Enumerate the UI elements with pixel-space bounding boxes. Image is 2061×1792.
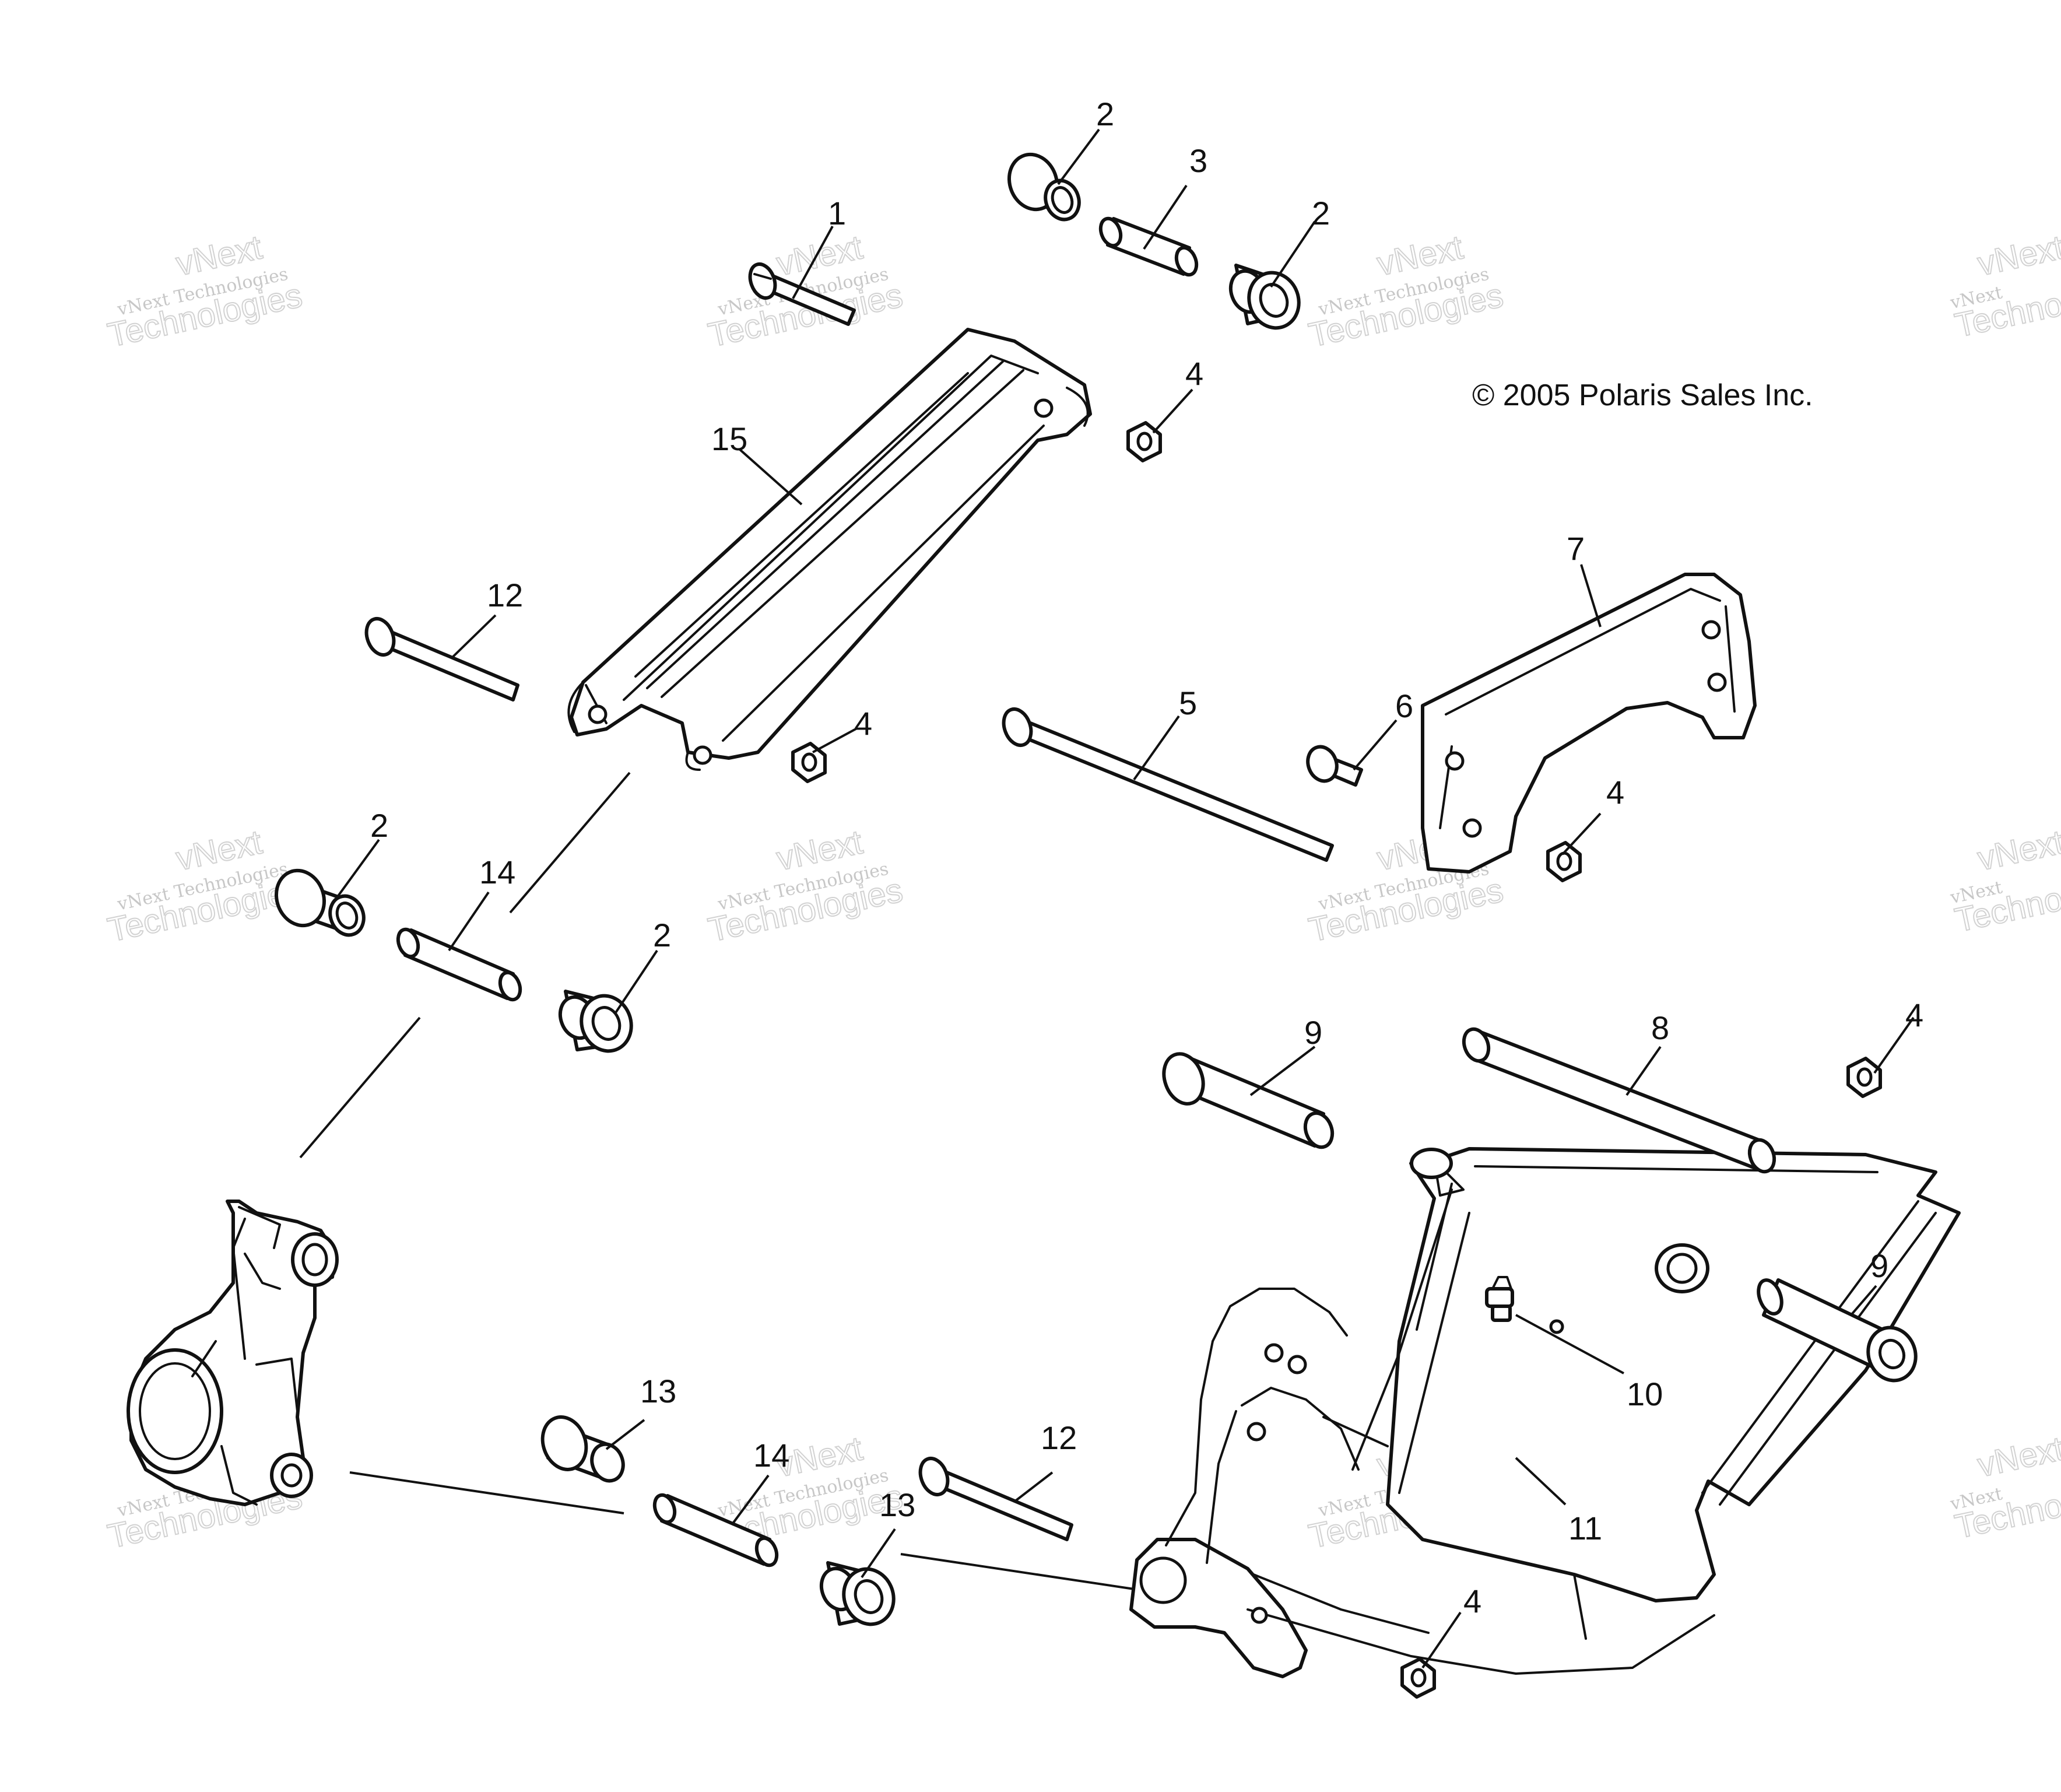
callout-5: 5 [1179,685,1197,721]
part-4-nut-bottom [1400,1657,1436,1699]
part-1-bolt [748,262,856,326]
part-4-nut-mid [791,742,827,783]
part-9-flanged-sleeve-lower [1757,1278,1918,1383]
copyright-notice: © 2005 Polaris Sales Inc. [1472,378,1813,412]
part-4-nut-right [1846,1057,1882,1098]
part-2-bushing-mid-right [558,990,633,1053]
callout-2: 2 [1096,96,1114,132]
svg-text:Technologies: Technologies [1951,266,2061,345]
assembly-lines [299,771,1135,1590]
callout-4: 4 [1905,997,1923,1033]
callout-8: 8 [1651,1009,1669,1046]
callout-6: 6 [1395,688,1413,724]
part-2-bushing-top-left [1007,152,1081,222]
part-5-long-bolt [1002,707,1334,862]
svg-text:vNext: vNext [1974,1429,2061,1484]
callout-2: 2 [370,807,388,844]
watermark: vNext vNext Technologies [1948,822,2061,940]
callout-2: 2 [1312,195,1330,232]
part-3-sleeve [1098,216,1199,277]
watermark: vNext vNext Technologies Technologies [704,822,907,949]
callout-1: 1 [828,195,846,232]
part-12-bolt-upper [364,617,519,702]
part-13-bushing-right [819,1561,896,1626]
part-2-bushing-mid-left [274,868,366,937]
callout-7: 7 [1567,530,1585,567]
callout-13: 13 [640,1373,676,1409]
part-11-swing-arm [1129,1147,1961,1678]
part-12-bolt-lower [918,1457,1073,1541]
watermark: vNext vNext Technologies Technologies [104,822,306,949]
part-10-grease-fitting [1485,1276,1514,1322]
svg-text:Technologies: Technologies [1951,1468,2061,1546]
callout-2: 2 [653,917,671,953]
part-2-bushing-top-right [1228,264,1301,330]
spindle-knuckle [127,1200,339,1506]
callout-leaders [331,128,1915,1669]
svg-text:vNext: vNext [1974,228,2061,283]
part-8-pin [1462,1027,1776,1174]
callout-11: 11 [1568,1510,1602,1546]
part-9-flanged-sleeve-upper [1162,1052,1335,1149]
callout-4: 4 [1185,355,1203,392]
part-14-sleeve-lower [652,1493,779,1567]
callout-4: 4 [1606,774,1624,811]
callout-labels: 1 2 2 2 2 3 4 4 4 4 4 5 6 7 8 9 9 10 11 … [370,96,1923,1619]
callout-10: 10 [1627,1376,1663,1412]
callout-9: 9 [1304,1014,1322,1051]
part-14-sleeve-upper [396,927,522,1002]
callout-3: 3 [1189,142,1207,179]
svg-text:vNext: vNext [1974,823,2061,878]
callout-12: 12 [1041,1419,1077,1456]
callout-9: 9 [1870,1247,1888,1284]
part-6-short-bolt [1306,745,1363,787]
callout-12: 12 [487,577,523,613]
watermark: vNext vNext Technologies [1948,1429,2061,1546]
part-7-bracket [1421,573,1757,874]
callout-13: 13 [879,1486,915,1523]
watermark: vNext vNext Technologies Technologies [104,227,306,355]
callout-4: 4 [1463,1583,1481,1619]
svg-text:Technologies: Technologies [1951,861,2061,939]
part-4-nut-top [1126,421,1162,462]
callout-4: 4 [854,705,872,742]
part-4-nut-bracket [1546,841,1582,882]
part-13-bushing-left [540,1415,625,1483]
callout-15: 15 [711,420,747,457]
watermark: vNext vNext Technologies Technologies [1305,227,1507,355]
watermark: vNext vNext Technologies [1948,227,2061,345]
part-15-upper-arm [567,328,1092,771]
callout-14: 14 [479,854,515,890]
callout-14: 14 [753,1437,789,1474]
